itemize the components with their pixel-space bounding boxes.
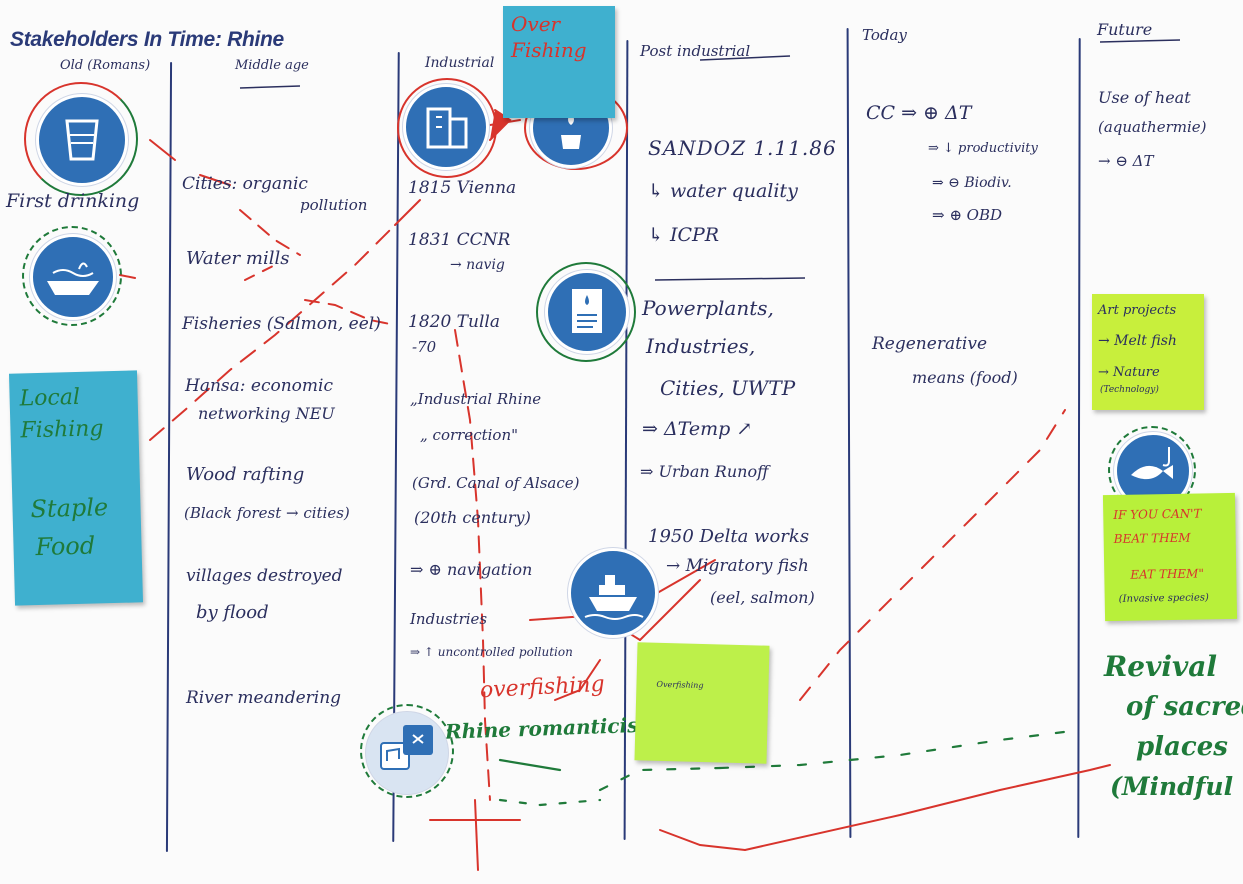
industrial-line-2: 1831 CCNR	[408, 230, 511, 250]
industrial-line-3: → navig	[450, 257, 505, 273]
post-line-7: ⇒ ΔTemp ↗	[642, 418, 753, 440]
boat-fire-icon	[30, 234, 116, 320]
water-glass-icon	[36, 94, 128, 186]
middle-line-11: River meandering	[186, 688, 342, 708]
factory-icon	[403, 84, 489, 170]
column-header-industrial: Industrial	[425, 55, 495, 71]
icon-ring-culture	[360, 704, 454, 798]
industrial-line-1: 1815 Vienna	[408, 178, 517, 198]
page-title: Stakeholders In Time: Rhine	[10, 28, 284, 51]
sticky-local-line4: Food	[35, 531, 96, 562]
middle-line-1: Cities: organic	[182, 174, 308, 194]
post-line-5: Industries,	[646, 334, 756, 358]
industrial-line-9: (20th century)	[414, 508, 531, 527]
middle-line-7: Wood rafting	[186, 464, 305, 485]
today-line-2: ⇒ ↓ productivity	[928, 141, 1038, 156]
today-line-4: ⇒ ⊕ OBD	[932, 206, 1003, 224]
post-line-6: Cities, UWTP	[660, 376, 796, 400]
future-line-2: (aquathermie)	[1098, 118, 1207, 136]
industrial-line-10: ⇒ ⊕ navigation	[410, 560, 533, 579]
post-line-2: ↳ water quality	[648, 180, 798, 202]
future-line-7: (Mindful	[1110, 772, 1234, 801]
sticky-eat-them: IF YOU CAN'T BEAT THEM EAT THEM" (Invasi…	[1102, 492, 1238, 622]
sticky-local-line2: Fishing	[20, 416, 104, 444]
middle-line-9: villages destroyed	[186, 566, 343, 586]
sticky-art-line4: (Technology)	[1100, 385, 1159, 395]
icon-ring-document	[536, 262, 636, 362]
sticky-green-line1: Overfishing	[656, 679, 704, 691]
icon-ring-factory	[397, 78, 497, 178]
sticky-eat-line1: IF YOU CAN'T	[1113, 506, 1202, 522]
column-header-today: Today	[862, 26, 907, 44]
middle-line-6: networking NEU	[198, 404, 335, 423]
post-line-8: ⇒ Urban Runoff	[640, 462, 769, 481]
post-line-1: SANDOZ 1.11.86	[648, 136, 837, 160]
column-header-old: Old (Romans)	[60, 58, 151, 73]
sticky-over-fishing: Over Fishing	[503, 6, 615, 118]
future-line-4: Revival	[1104, 650, 1218, 683]
column-header-middle-age: Middle age	[235, 58, 309, 73]
future-line-6: places	[1136, 732, 1228, 762]
middle-line-4: Fisheries (Salmon, eel)	[182, 314, 381, 334]
future-line-1: Use of heat	[1098, 88, 1191, 107]
sticky-local-line3: Staple	[30, 493, 109, 524]
today-line-1: CC ⇒ ⊕ ΔT	[866, 102, 972, 124]
industrial-line-7: „ correction"	[420, 426, 519, 444]
today-line-3: ⇒ ⊖ Biodiv.	[932, 175, 1012, 191]
future-line-3: → ⊖ ΔT	[1098, 152, 1154, 170]
ship-icon	[568, 548, 658, 638]
middle-line-2: pollution	[300, 196, 368, 214]
future-line-5: of sacred	[1126, 692, 1243, 722]
column-header-future: Future	[1097, 20, 1153, 39]
icon-ring-water-glass	[24, 82, 138, 196]
sticky-art-line3: → Nature	[1098, 365, 1160, 380]
sticky-over-line1: Over	[511, 12, 561, 36]
first-drinking-label: First drinking	[6, 190, 140, 212]
post-line-10: → Migratory fish	[666, 556, 809, 576]
post-line-3: ↳ ICPR	[648, 224, 720, 246]
sticky-over-line2: Fishing	[511, 38, 587, 62]
sticky-art-projects: Art projects → Melt fish → Nature (Techn…	[1092, 294, 1204, 410]
document-icon	[545, 270, 629, 354]
sticky-art-line2: → Melt fish	[1098, 333, 1177, 349]
middle-line-5: Hansa: economic	[185, 376, 333, 396]
middle-line-10: by flood	[196, 602, 269, 623]
column-header-post-industrial: Post industrial	[640, 42, 751, 60]
music-culture-icon	[366, 712, 448, 794]
sticky-local-line1: Local	[19, 384, 81, 412]
post-line-9: 1950 Delta works	[648, 526, 810, 547]
post-line-4: Powerplants,	[642, 296, 774, 320]
sticky-eat-line3: EAT THEM"	[1130, 566, 1205, 582]
sticky-eat-line4: (Invasive species)	[1118, 592, 1210, 605]
industrial-line-12: ⇒ ↑ uncontrolled pollution	[410, 645, 573, 659]
middle-line-8: (Black forest → cities)	[184, 504, 350, 522]
industrial-line-8: (Grd. Canal of Alsace)	[412, 474, 580, 492]
post-line-11: (eel, salmon)	[710, 588, 815, 607]
today-line-5: Regenerative	[872, 334, 988, 354]
sticky-art-line1: Art projects	[1098, 303, 1177, 318]
sticky-eat-line2: BEAT THEM	[1113, 530, 1191, 546]
today-line-6: means (food)	[912, 368, 1018, 387]
middle-line-3: Water mills	[186, 248, 290, 269]
industrial-line-11: Industries	[410, 610, 488, 628]
sticky-local-fishing: Local Fishing Staple Food	[8, 370, 144, 606]
sticky-green-note: Overfishing	[634, 642, 770, 764]
industrial-line-5: -70	[412, 338, 437, 356]
icon-ring-boat	[22, 226, 122, 326]
industrial-line-6: „Industrial Rhine	[410, 390, 542, 408]
industrial-line-4: 1820 Tulla	[408, 312, 500, 332]
